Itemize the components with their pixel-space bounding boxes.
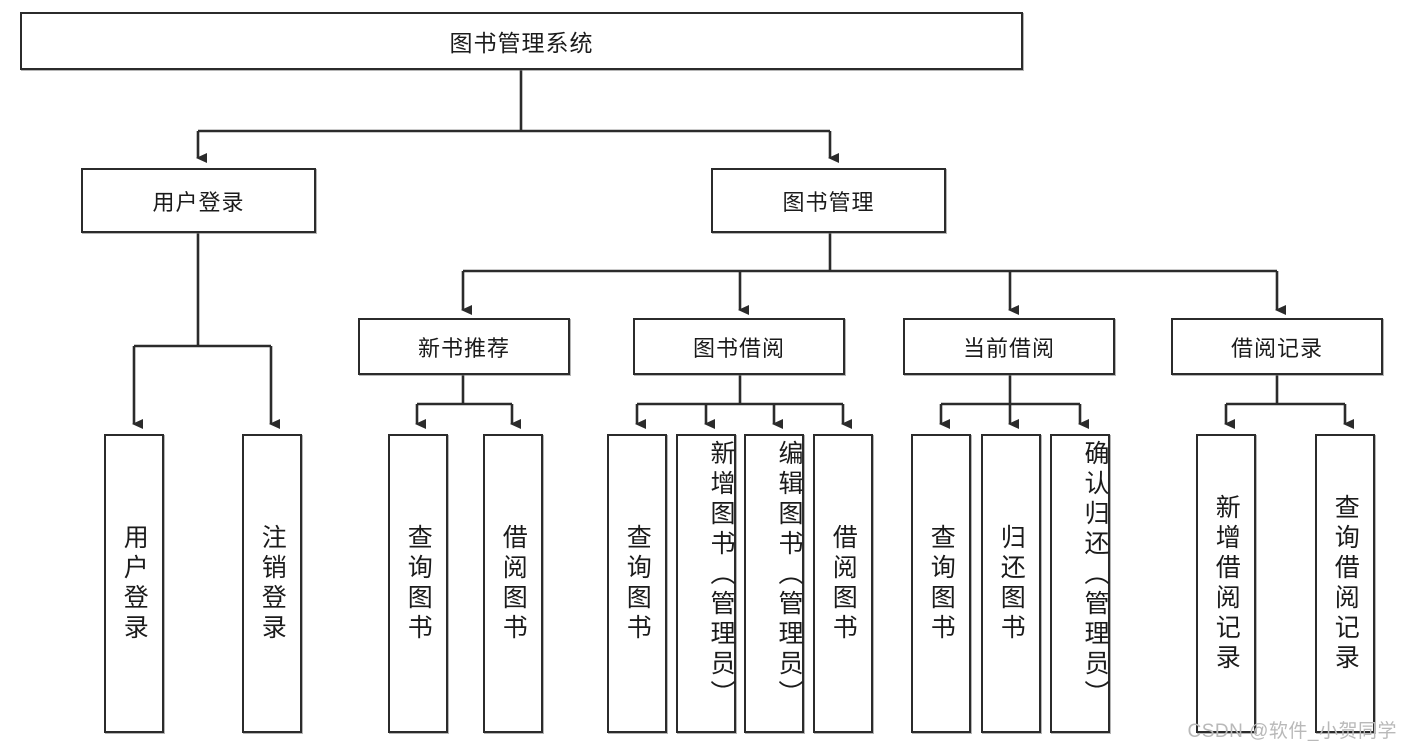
leaf-add-borrow-record[interactable]: 新增借阅记录: [1196, 434, 1256, 733]
leaf-logout[interactable]: 注销登录: [242, 434, 302, 733]
leaf-borrow-book[interactable]: 借阅图书: [813, 434, 873, 733]
node-user-login[interactable]: 用户登录: [81, 168, 316, 233]
leaf-add-book-admin[interactable]: 新增图书（管理员）: [676, 434, 736, 733]
leaf-confirm-return-admin[interactable]: 确认归还（管理员）: [1050, 434, 1110, 733]
node-root-system[interactable]: 图书管理系统: [20, 12, 1023, 70]
node-borrow-record[interactable]: 借阅记录: [1171, 318, 1383, 375]
leaf-query-borrow-record[interactable]: 查询借阅记录: [1315, 434, 1375, 733]
node-current-borrow[interactable]: 当前借阅: [903, 318, 1115, 375]
csdn-watermark: CSDN @软件_小贺同学: [1187, 721, 1397, 742]
leaf-query-book-borrow[interactable]: 查询图书: [607, 434, 667, 733]
node-book-management[interactable]: 图书管理: [711, 168, 946, 233]
node-book-borrow[interactable]: 图书借阅: [633, 318, 845, 375]
leaf-query-book-current[interactable]: 查询图书: [911, 434, 971, 733]
leaf-query-book-recommend[interactable]: 查询图书: [388, 434, 448, 733]
leaf-edit-book-admin[interactable]: 编辑图书（管理员）: [744, 434, 804, 733]
leaf-borrow-book-recommend[interactable]: 借阅图书: [483, 434, 543, 733]
leaf-return-book[interactable]: 归还图书: [981, 434, 1041, 733]
node-new-book-recommend[interactable]: 新书推荐: [358, 318, 570, 375]
leaf-user-login[interactable]: 用户登录: [104, 434, 164, 733]
